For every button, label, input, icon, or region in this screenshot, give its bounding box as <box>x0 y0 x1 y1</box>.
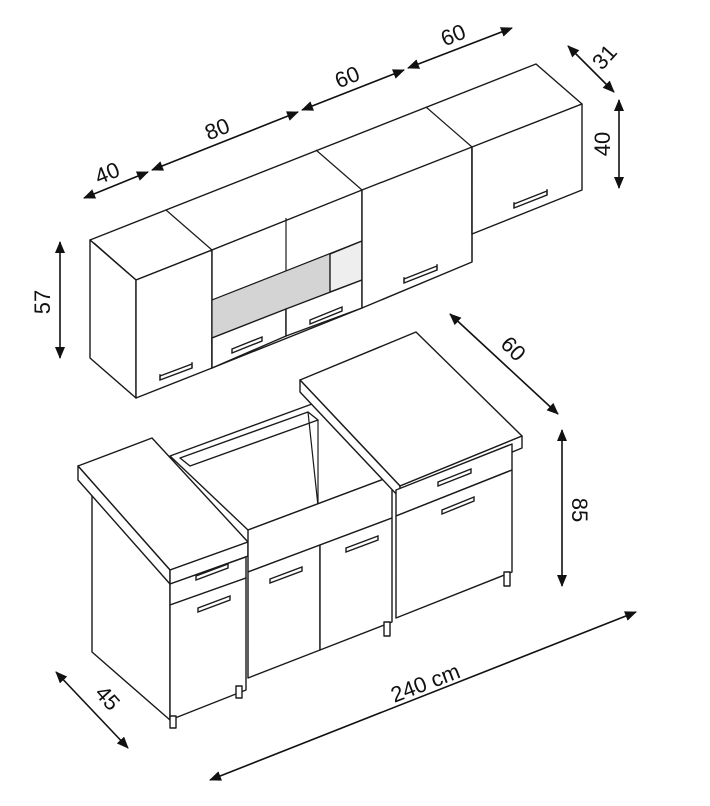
handle-icon <box>403 264 438 285</box>
label-upper-height: 57 <box>30 290 55 314</box>
handle-icon <box>197 594 231 614</box>
right-base-door <box>395 469 513 619</box>
dimension-lines <box>55 27 637 781</box>
handle-icon <box>195 562 229 582</box>
label-base-depth-45: 45 <box>90 681 125 716</box>
handle-icon <box>513 189 548 210</box>
handle-icon <box>231 335 263 355</box>
handle-icon <box>269 565 303 585</box>
handle-icon <box>309 305 343 326</box>
handle-icon <box>159 362 193 382</box>
upper-cabinets <box>89 63 583 399</box>
handle-icon <box>437 467 472 488</box>
handle-icon <box>345 534 379 554</box>
handle-icon <box>441 495 475 516</box>
label-total-width: 240 cm <box>387 658 463 707</box>
label-upper-right-height: 40 <box>590 132 615 156</box>
label-base-height: 85 <box>567 498 592 522</box>
